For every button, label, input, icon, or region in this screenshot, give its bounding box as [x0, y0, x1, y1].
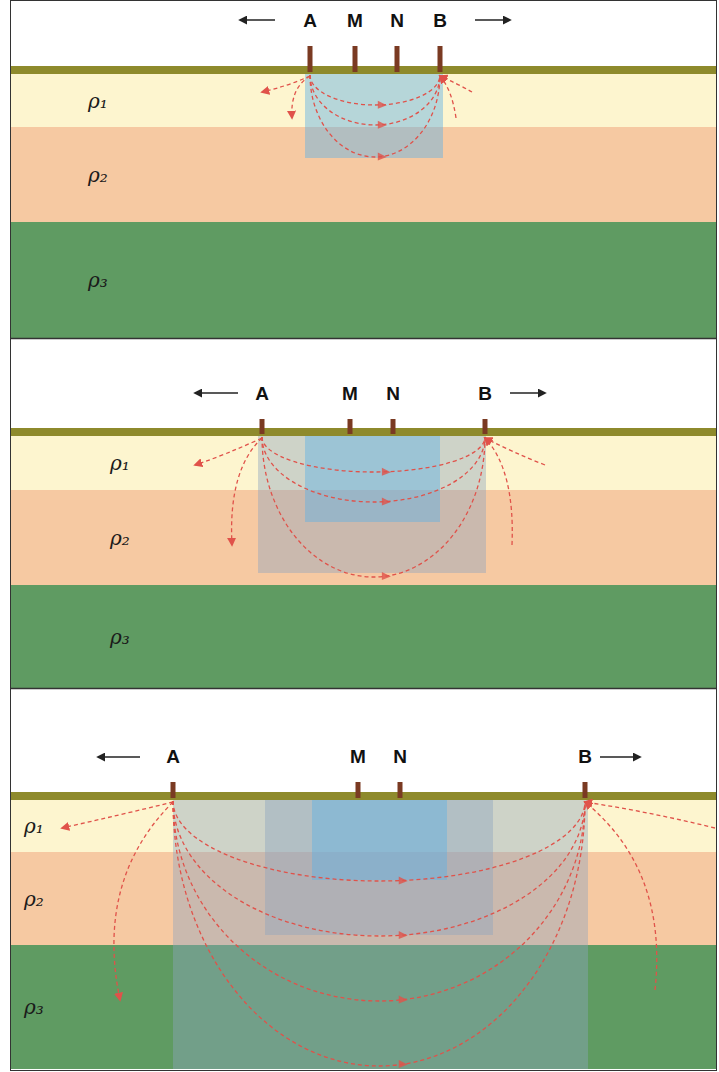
current-line: [173, 801, 585, 1001]
current-line: [195, 438, 262, 465]
resistivity-label: ρ₁: [24, 814, 44, 838]
current-line: [485, 438, 512, 545]
electrode: [353, 46, 358, 72]
panel-separator: [10, 688, 717, 690]
electrode-label: M: [347, 10, 363, 32]
panel: [10, 20, 717, 338]
electrode-label: N: [393, 746, 407, 768]
current-line: [262, 437, 485, 577]
layer-band: ρ₂: [10, 127, 717, 222]
resistivity-label: ρ₁: [88, 89, 108, 113]
electrode: [583, 782, 588, 798]
electrode-label: A: [166, 746, 180, 768]
current-arrowhead: [399, 931, 408, 939]
current-line: [173, 801, 585, 881]
current-arrowhead: [399, 996, 408, 1004]
earth-layer: [10, 222, 717, 338]
electrode: [260, 419, 265, 434]
electrode-label: M: [342, 383, 358, 405]
current-line: [262, 76, 310, 92]
sensitivity-zone: [305, 436, 440, 522]
resistivity-label: ρ₃: [24, 995, 44, 1019]
expansion-arrow: [195, 392, 238, 394]
layer-band: ρ₁: [10, 436, 717, 490]
sensitivity-zone: [265, 800, 493, 935]
electrode-label: A: [255, 383, 269, 405]
electrode: [171, 782, 176, 798]
current-line: [114, 802, 173, 1000]
sensitivity-zone: [258, 436, 486, 573]
current-arrowhead: [382, 498, 391, 506]
electrode-label: B: [433, 10, 447, 32]
layer-band: ρ₃: [10, 222, 717, 338]
current-line: [585, 802, 715, 828]
layer-band: ρ₂: [10, 852, 717, 945]
current-arrowhead: [382, 572, 391, 580]
layer-band: ρ₃: [10, 585, 717, 688]
panel: [10, 757, 717, 1069]
current-arrowhead: [399, 876, 408, 884]
electrode-label: A: [303, 10, 317, 32]
current-line: [173, 801, 585, 936]
electrode: [438, 46, 443, 72]
layer-band: ρ₁: [10, 800, 717, 852]
electrode: [398, 782, 403, 798]
electrode: [356, 782, 361, 798]
electrode-label: N: [386, 383, 400, 405]
electrode-label: B: [578, 746, 592, 768]
current-line: [485, 438, 545, 465]
electrode: [391, 419, 396, 434]
electrode-label: N: [390, 10, 404, 32]
current-arrowhead: [378, 152, 387, 160]
ground-surface: [10, 428, 717, 436]
current-line: [440, 76, 472, 92]
expansion-arrow: [98, 756, 140, 758]
resistivity-label: ρ₂: [110, 526, 130, 550]
panel-separator: [10, 338, 717, 340]
electrode-label: M: [350, 746, 366, 768]
current-line: [310, 75, 440, 125]
ground-surface: [10, 792, 717, 800]
sensitivity-zone: [312, 800, 447, 880]
current-line: [62, 802, 173, 828]
resistivity-label: ρ₃: [110, 625, 130, 649]
layer-band: ρ₁: [10, 74, 717, 127]
current-arrowhead: [378, 101, 387, 109]
current-arrowhead: [382, 468, 391, 476]
layer-band: ρ₂: [10, 490, 717, 585]
sensitivity-zone: [305, 74, 443, 158]
current-line: [292, 76, 310, 118]
resistivity-label: ρ₃: [88, 268, 108, 292]
current-line: [173, 801, 585, 1066]
layer-band: ρ₃: [10, 945, 717, 1069]
panel: [10, 393, 717, 688]
ground-surface: [10, 66, 717, 74]
current-line: [440, 76, 456, 118]
current-line: [310, 75, 440, 157]
resistivity-label: ρ₂: [88, 163, 108, 187]
expansion-arrow: [240, 19, 275, 21]
resistivity-label: ρ₁: [110, 451, 130, 475]
current-line: [262, 437, 485, 502]
frame: [11, 1, 717, 1071]
resistivity-label: ρ₂: [24, 887, 44, 911]
current-arrowhead: [399, 1060, 408, 1068]
expansion-arrow: [600, 756, 640, 758]
electrode: [348, 419, 353, 434]
electrode-label: B: [478, 383, 492, 405]
current-line: [585, 802, 657, 990]
electrode: [395, 46, 400, 72]
electrode: [483, 419, 488, 434]
expansion-arrow: [510, 392, 545, 394]
electrode: [308, 46, 313, 72]
earth-layer: [10, 585, 717, 688]
expansion-arrow: [475, 19, 510, 21]
current-line: [232, 438, 262, 545]
sensitivity-zone: [173, 800, 588, 1069]
current-line: [310, 75, 440, 105]
current-line: [262, 437, 485, 472]
current-arrowhead: [378, 121, 387, 129]
